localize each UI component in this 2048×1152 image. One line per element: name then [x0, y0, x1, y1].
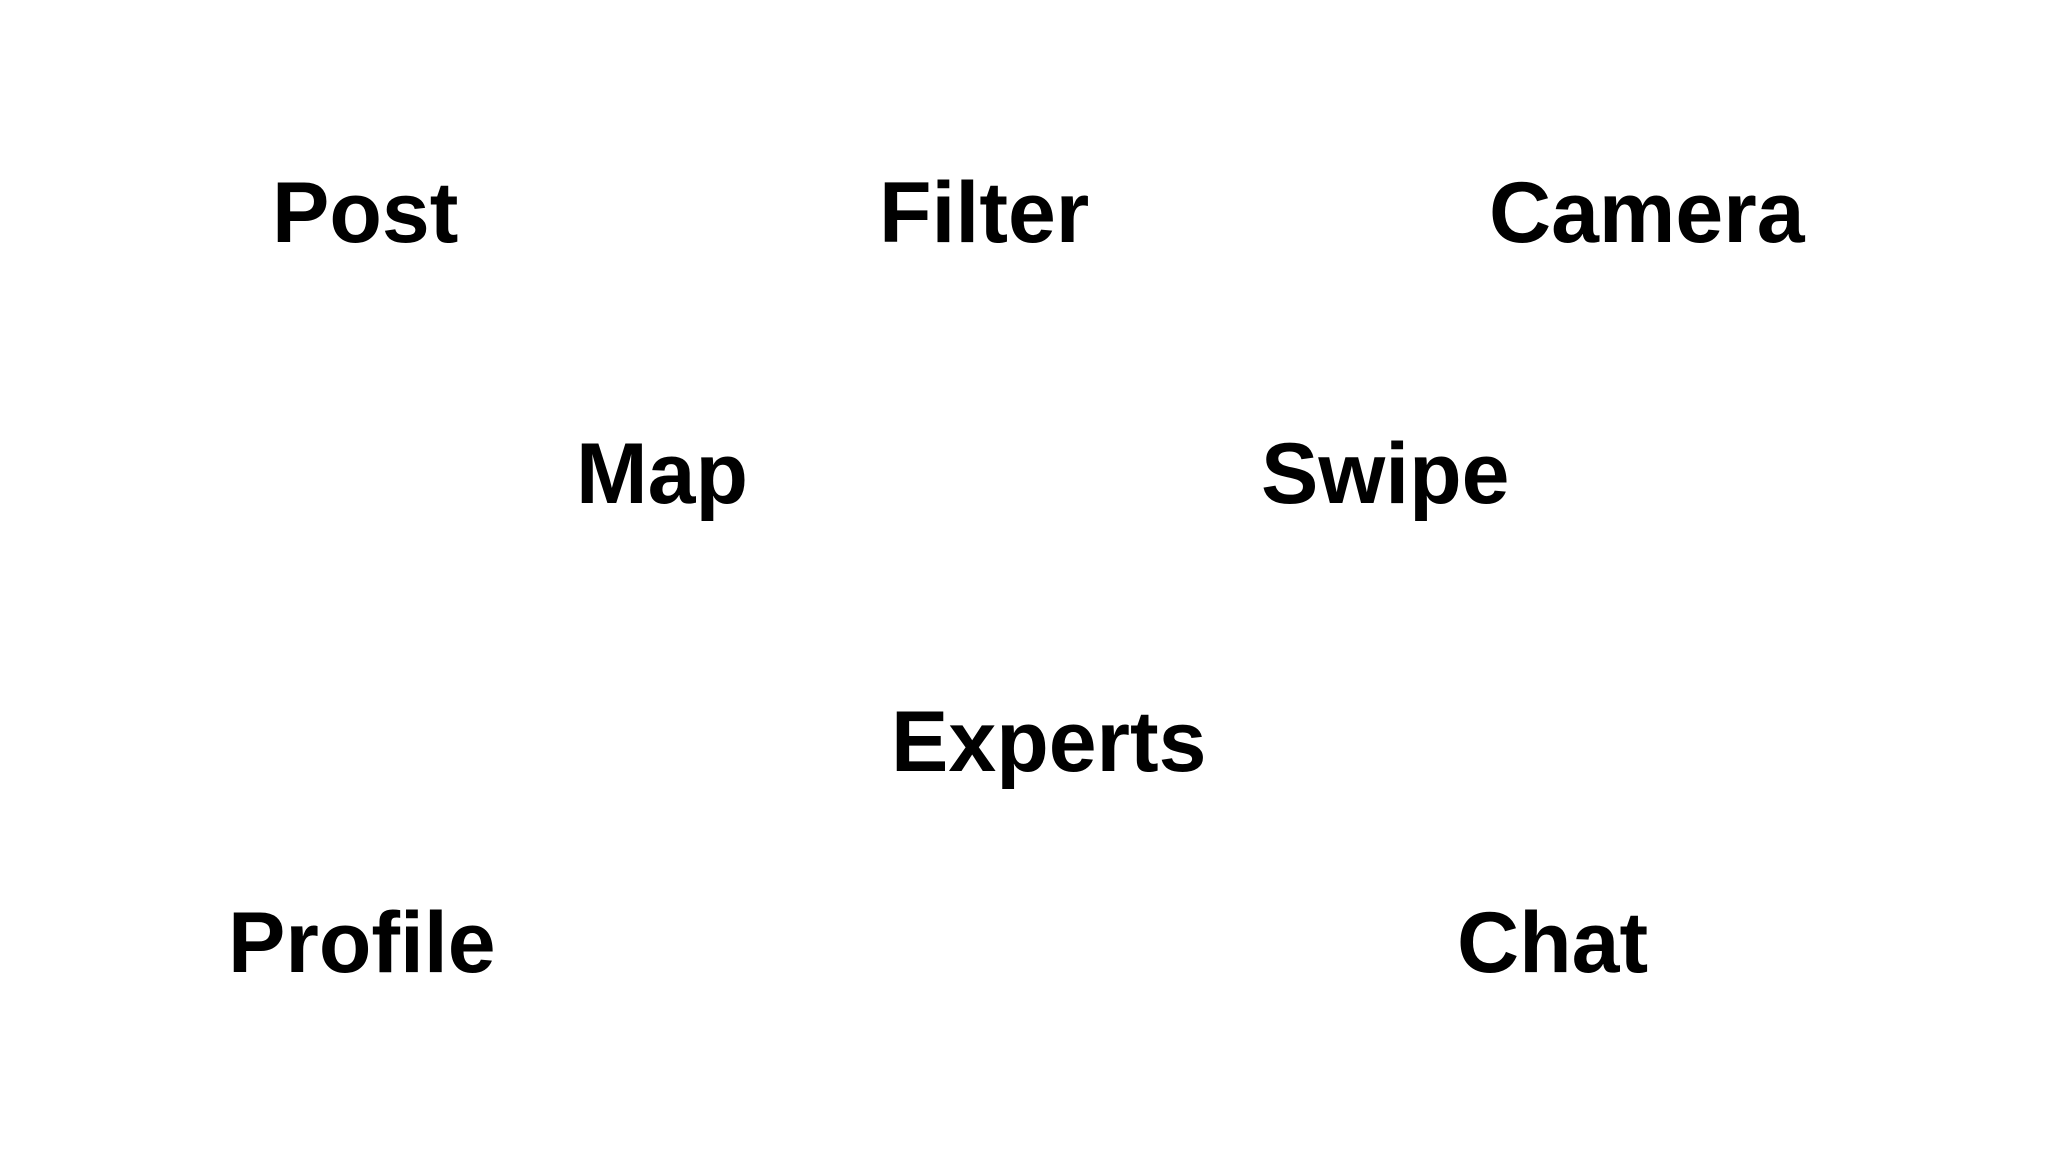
- canvas-word-swipe: Swipe: [1261, 426, 1510, 522]
- canvas-word-chat: Chat: [1457, 895, 1649, 991]
- canvas-word-profile: Profile: [228, 895, 496, 991]
- canvas-word-filter: Filter: [879, 165, 1090, 261]
- canvas-word-map: Map: [576, 426, 748, 522]
- canvas-word-experts: Experts: [891, 694, 1207, 790]
- canvas-word-post: Post: [272, 165, 459, 261]
- canvas-word-camera: Camera: [1489, 165, 1805, 261]
